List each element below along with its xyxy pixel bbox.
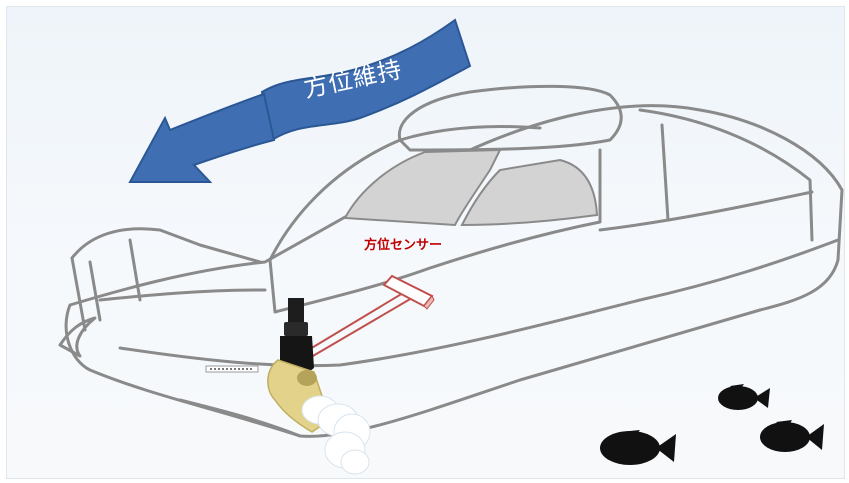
water-spray [301, 395, 371, 475]
windshield [343, 148, 599, 227]
fish-small [718, 384, 770, 410]
boat [58, 84, 844, 438]
hull-strip [205, 365, 259, 373]
fish-large-left [600, 430, 676, 465]
sensor-label: 方位センサー [364, 238, 443, 253]
fish-large-right [760, 420, 824, 452]
heading-hold-arrow [128, 18, 472, 183]
